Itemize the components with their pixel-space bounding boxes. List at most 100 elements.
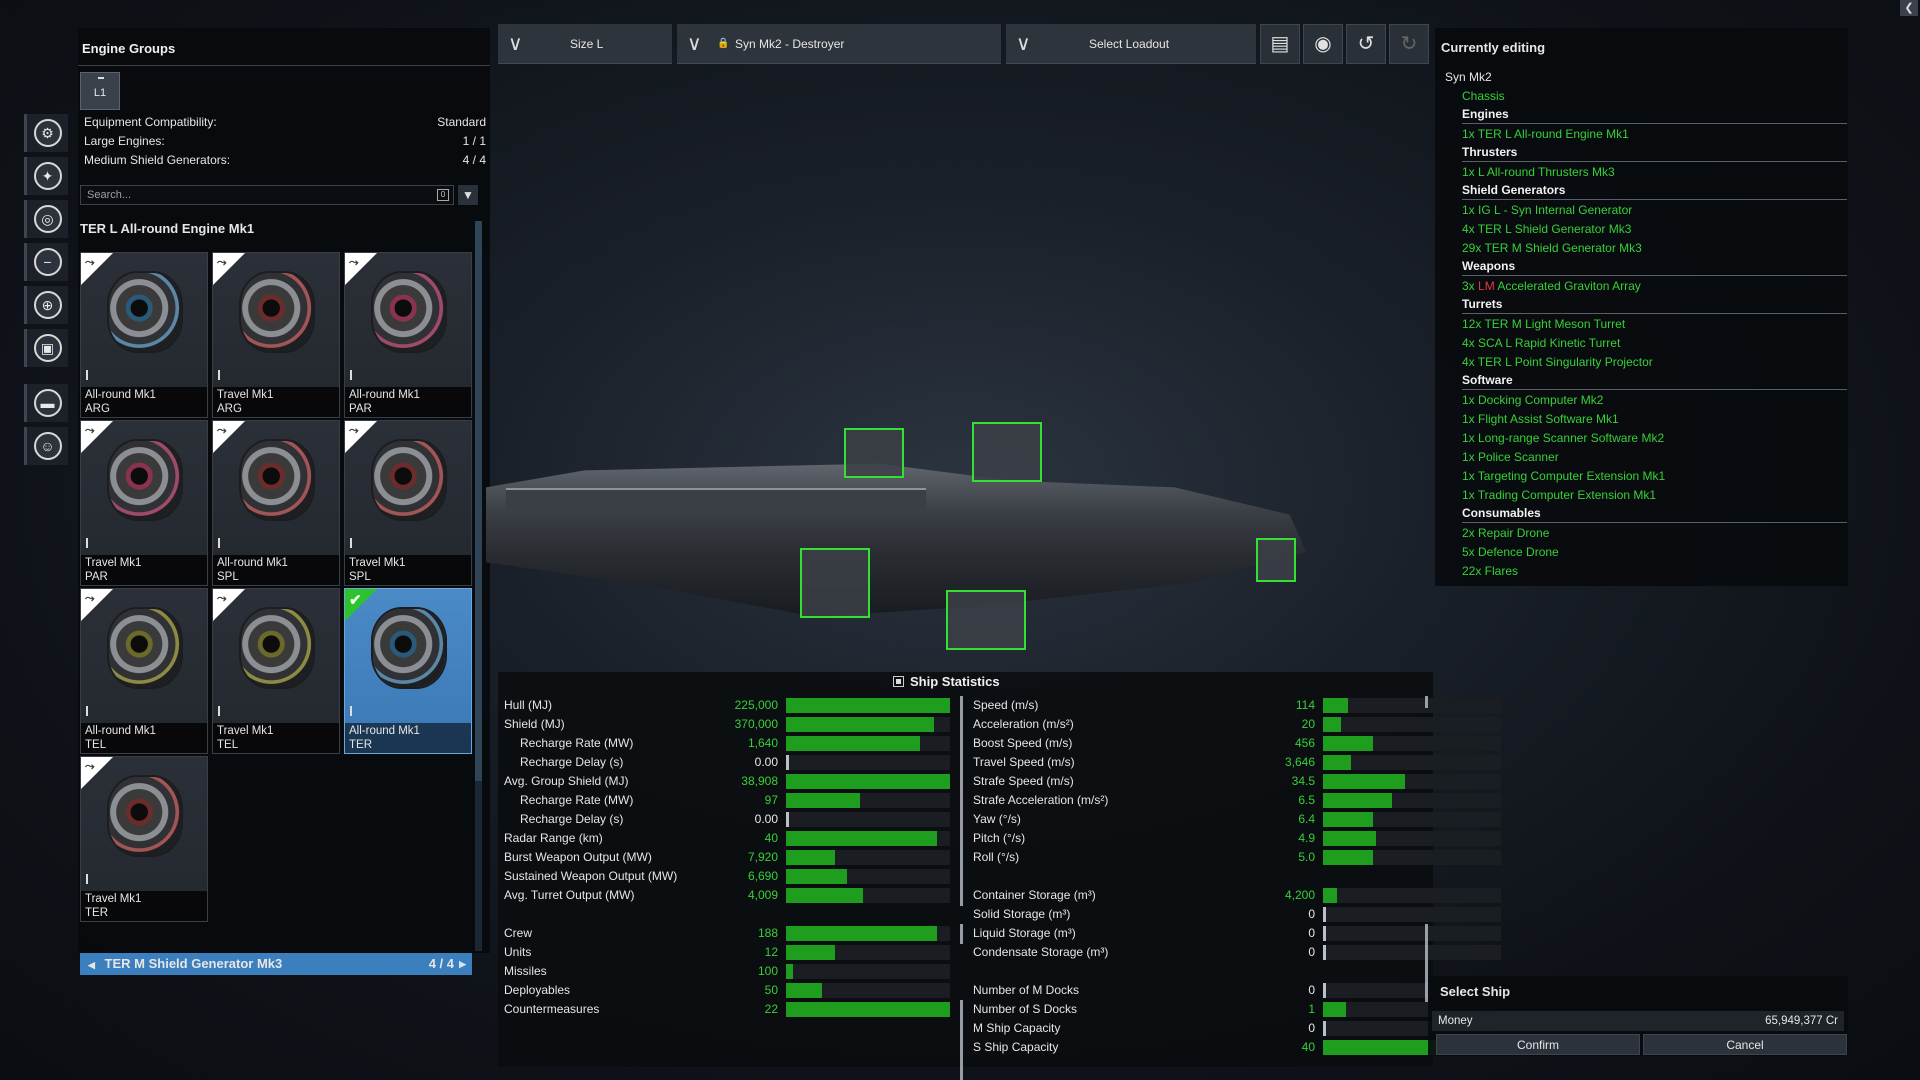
- loadout-item[interactable]: 1x Trading Computer Extension Mk1: [1462, 488, 1657, 502]
- info-row: Large Engines: 1 / 1: [84, 134, 486, 148]
- level-marker: [86, 370, 88, 380]
- eye-icon[interactable]: ◉: [1303, 24, 1343, 64]
- turret-slot[interactable]: [972, 422, 1042, 482]
- stat-value: 34.5: [1291, 774, 1315, 788]
- rail-software-button[interactable]: ▣: [24, 329, 68, 367]
- hotkey-icon: ⤳: [349, 255, 359, 269]
- rail-thruster-button[interactable]: ✦: [24, 157, 68, 195]
- search-input[interactable]: Search... 0: [80, 185, 454, 205]
- engine-name: All-round Mk1: [349, 389, 420, 401]
- card-corner: [81, 589, 113, 621]
- loadout-item[interactable]: 29x TER M Shield Generator Mk3: [1462, 241, 1642, 255]
- item-count: 3x: [1462, 279, 1479, 293]
- loadout-item[interactable]: 1x L All-round Thrusters Mk3: [1462, 165, 1615, 179]
- turret-slot[interactable]: [800, 548, 870, 618]
- loadout-item[interactable]: 1x Targeting Computer Extension Mk1: [1462, 469, 1666, 483]
- loadout-item[interactable]: 1x TER L All-round Engine Mk1: [1462, 127, 1629, 141]
- engine-faction: PAR: [349, 403, 372, 415]
- rail-consumables-button[interactable]: ▬: [24, 384, 68, 422]
- stat-bar-fill: [786, 926, 937, 941]
- stat-value: 188: [757, 926, 778, 940]
- engine-icon: ⚙: [33, 119, 62, 147]
- engine-icon: [109, 609, 181, 687]
- stat-bar-fill: [786, 1002, 950, 1017]
- engine-faction: SPL: [349, 571, 371, 583]
- stat-bar: [786, 945, 950, 960]
- rail-crew-button[interactable]: ☺: [24, 427, 68, 465]
- loadout-item[interactable]: 1x Police Scanner: [1462, 450, 1559, 464]
- rail-weapon-button[interactable]: −: [24, 243, 68, 281]
- stat-row: Avg. Turret Output (MW)4,009: [504, 886, 964, 905]
- ship-dropdown[interactable]: ∨ 🔒 Syn Mk2 - Destroyer: [677, 24, 1001, 64]
- loadout-item[interactable]: 22x Flares: [1462, 564, 1519, 578]
- loadout-item[interactable]: 5x Defence Drone: [1462, 545, 1559, 559]
- stat-bar-fill: [1323, 831, 1376, 846]
- turret-slot[interactable]: [1256, 538, 1296, 582]
- arrow-right-icon[interactable]: ▶: [459, 959, 466, 969]
- search-hotkey-badge: 0: [437, 189, 449, 201]
- rail-shield-button[interactable]: ◎: [24, 200, 68, 238]
- arrow-left-icon[interactable]: ◀: [88, 960, 95, 970]
- level-marker: [218, 538, 220, 548]
- stat-bar: [1323, 907, 1501, 922]
- chassis-item[interactable]: Chassis: [1462, 89, 1505, 103]
- cancel-button[interactable]: Cancel: [1643, 1034, 1847, 1055]
- stat-bar-fill: [1323, 983, 1326, 998]
- loadout-item[interactable]: 1x Long-range Scanner Software Mk2: [1462, 431, 1665, 445]
- list-title: TER L All-round Engine Mk1: [80, 221, 255, 236]
- info-label: Equipment Compatibility:: [84, 115, 217, 129]
- save-icon[interactable]: ▤: [1260, 24, 1300, 64]
- stat-bar-fill: [786, 755, 789, 770]
- rail-engine-button[interactable]: ⚙: [24, 114, 68, 152]
- group-tab-l1[interactable]: L1: [80, 72, 120, 110]
- filter-icon[interactable]: ▼: [458, 185, 478, 205]
- collapse-corner-icon[interactable]: ❮: [1900, 0, 1918, 16]
- column-divider: [1425, 696, 1428, 708]
- loadout-item[interactable]: 12x TER M Light Meson Turret: [1462, 317, 1626, 331]
- loadout-item[interactable]: 3x LM Accelerated Graviton Array: [1462, 277, 1641, 296]
- loadout-item[interactable]: 2x Repair Drone: [1462, 526, 1550, 540]
- stat-row: Strafe Speed (m/s)34.5: [973, 772, 1501, 791]
- loadout-dropdown[interactable]: ∨ Select Loadout: [1006, 24, 1256, 64]
- stat-bar-fill: [786, 945, 835, 960]
- loadout-item[interactable]: 1x Flight Assist Software Mk1: [1462, 412, 1619, 426]
- stats-title[interactable]: Ship Statistics: [893, 674, 1000, 689]
- rail-turret-button[interactable]: ⊕: [24, 286, 68, 324]
- turret-slot[interactable]: [946, 590, 1026, 650]
- stat-label: Recharge Delay (s): [520, 755, 624, 769]
- scrollbar[interactable]: [475, 221, 482, 951]
- stat-value: 97: [764, 793, 778, 807]
- shield-group-bar[interactable]: ◀ TER M Shield Generator Mk3 4 / 4 ▶: [80, 953, 472, 975]
- stat-bar: [1323, 945, 1501, 960]
- info-value: Standard: [437, 115, 486, 129]
- scrollbar-thumb[interactable]: [475, 221, 482, 781]
- loadout-item[interactable]: 4x TER L Shield Generator Mk3: [1462, 222, 1632, 236]
- undo-icon[interactable]: ↺: [1346, 24, 1386, 64]
- money-value: 65,949,377 Cr: [1765, 1015, 1838, 1027]
- engine-icon: [109, 777, 181, 855]
- loadout-item[interactable]: 4x SCA L Rapid Kinetic Turret: [1462, 336, 1621, 350]
- confirm-button[interactable]: Confirm: [1436, 1034, 1640, 1055]
- stat-label: Recharge Rate (MW): [520, 793, 634, 807]
- hotkey-icon: ⤳: [217, 591, 227, 605]
- loadout-item[interactable]: 1x IG L - Syn Internal Generator: [1462, 203, 1633, 217]
- turret-slot[interactable]: [844, 428, 904, 478]
- ship-preview[interactable]: [486, 420, 1336, 690]
- loadout-item[interactable]: 1x Docking Computer Mk2: [1462, 393, 1604, 407]
- loadout-item[interactable]: 4x TER L Point Singularity Projector: [1462, 355, 1653, 369]
- size-dropdown[interactable]: ∨ Size L: [498, 24, 672, 64]
